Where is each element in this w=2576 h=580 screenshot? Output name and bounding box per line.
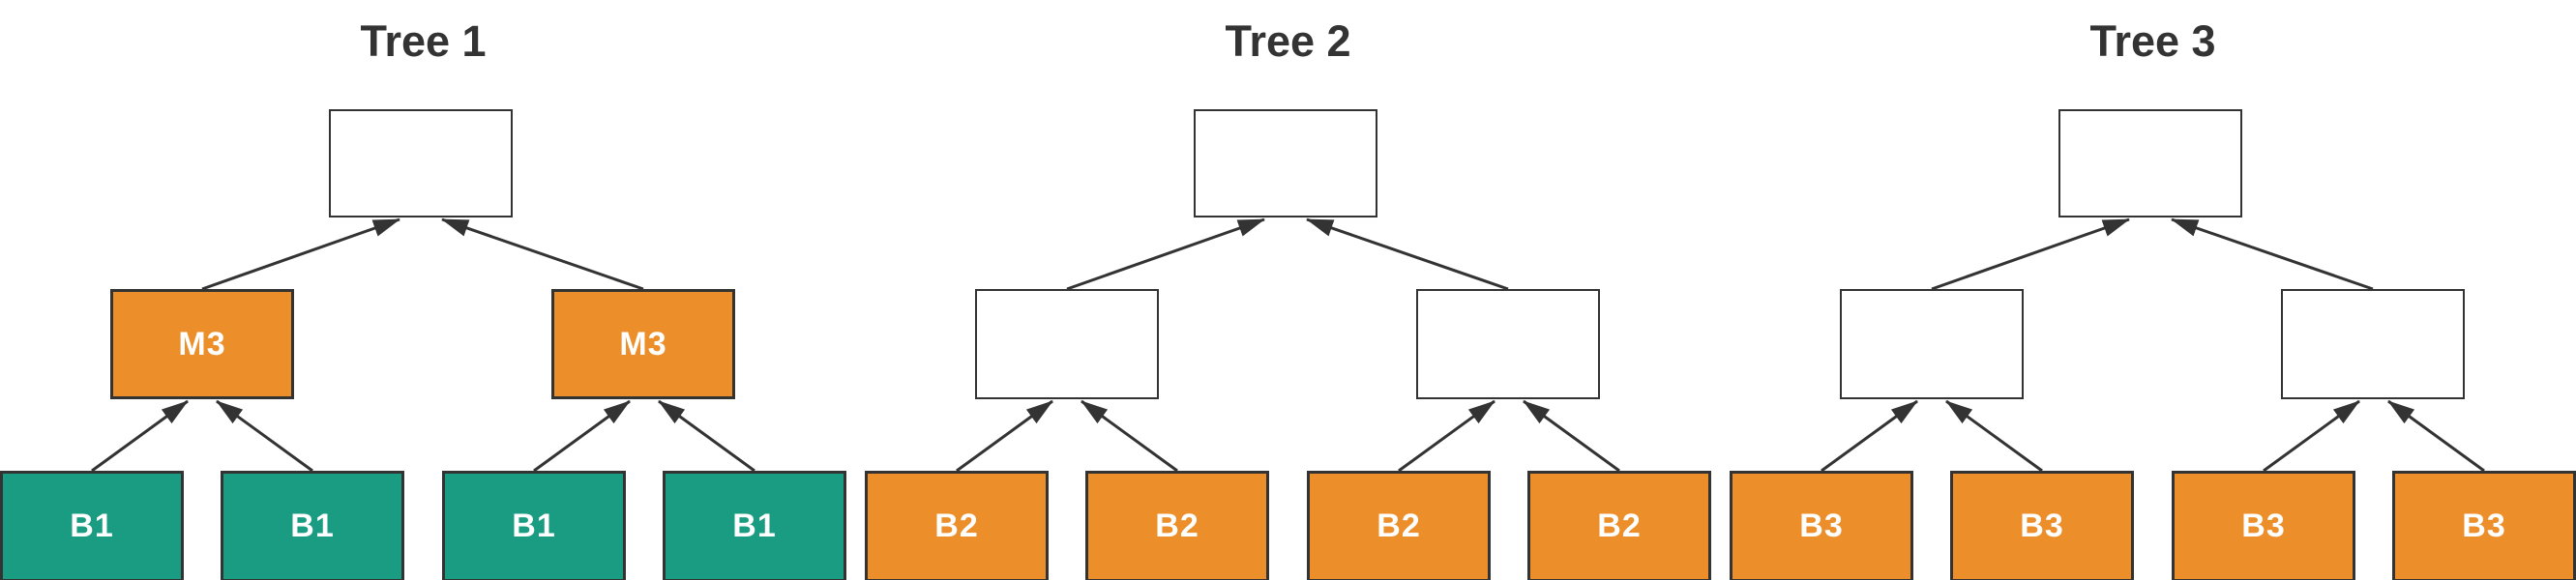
tree-2-mid-node-1 — [975, 289, 1159, 399]
edge-leaf4-to-mid-right — [1523, 399, 1620, 473]
node-label: B2 — [1155, 508, 1199, 544]
edge-leaf1-to-mid-left — [91, 399, 189, 473]
node-label: B1 — [290, 508, 335, 544]
edge-mid-right-to-root — [2171, 218, 2374, 291]
edge-mid-left-to-root — [1066, 218, 1265, 291]
tree-1-mid-node-1: M3 — [110, 289, 294, 399]
tree-3-leaf-node-3: B3 — [2172, 471, 2355, 580]
edge-mid-right-to-root — [441, 218, 644, 291]
tree-1-root-node — [329, 109, 513, 218]
node-label: M3 — [619, 325, 667, 362]
edge-mid-right-to-root — [1306, 218, 1509, 291]
edge-leaf2-to-mid-left — [1081, 399, 1178, 473]
tree-1: Tree 1 M3 M3 B1 B1 — [0, 0, 846, 580]
tree-3-leaf-node-1: B3 — [1730, 471, 1913, 580]
edge-leaf3-to-mid-right — [2263, 399, 2360, 473]
node-label: B3 — [2020, 508, 2064, 544]
tree-3: Tree 3 B3 B3 — [1730, 0, 2576, 580]
node-label: B1 — [70, 508, 114, 544]
tree-2: Tree 2 B2 B2 — [865, 0, 1711, 580]
tree-3-mid-node-2 — [2281, 289, 2465, 399]
tree-2-root-node — [1194, 109, 1377, 218]
edge-leaf4-to-mid-right — [658, 399, 755, 473]
edge-leaf2-to-mid-left — [1945, 399, 2043, 473]
tree-3-title: Tree 3 — [2089, 16, 2216, 66]
tree-1-mid-node-2: M3 — [551, 289, 735, 399]
node-label: B3 — [1799, 508, 1844, 544]
tree-2-leaf-node-3: B2 — [1307, 471, 1491, 580]
tree-2-title: Tree 2 — [1225, 16, 1351, 66]
tree-3-root-node — [2058, 109, 2242, 218]
edge-leaf1-to-mid-left — [956, 399, 1053, 473]
edge-mid-left-to-root — [1931, 218, 2130, 291]
tree-1-leaf-node-1: B1 — [0, 471, 184, 580]
tree-2-leaf-node-1: B2 — [865, 471, 1049, 580]
tree-3-mid-node-1 — [1840, 289, 2024, 399]
tree-2-leaf-node-4: B2 — [1527, 471, 1711, 580]
edge-leaf4-to-mid-right — [2387, 399, 2485, 473]
edge-leaf3-to-mid-right — [533, 399, 631, 473]
node-label: B2 — [1377, 508, 1421, 544]
edge-mid-left-to-root — [201, 218, 400, 291]
edge-leaf2-to-mid-left — [216, 399, 313, 473]
tree-3-leaf-node-4: B3 — [2392, 471, 2576, 580]
edge-leaf3-to-mid-right — [1398, 399, 1495, 473]
edge-leaf1-to-mid-left — [1821, 399, 1918, 473]
tree-1-leaf-node-2: B1 — [221, 471, 404, 580]
tree-1-leaf-node-3: B1 — [442, 471, 626, 580]
node-label: B3 — [2462, 508, 2506, 544]
node-label: B2 — [934, 508, 979, 544]
node-label: B1 — [512, 508, 556, 544]
node-label: B1 — [732, 508, 777, 544]
tree-1-title: Tree 1 — [360, 16, 487, 66]
node-label: M3 — [178, 325, 226, 362]
tree-2-leaf-node-2: B2 — [1085, 471, 1269, 580]
tree-2-mid-node-2 — [1416, 289, 1600, 399]
tree-1-leaf-node-4: B1 — [663, 471, 846, 580]
node-label: B2 — [1597, 508, 1642, 544]
tree-3-leaf-node-2: B3 — [1950, 471, 2134, 580]
node-label: B3 — [2241, 508, 2286, 544]
